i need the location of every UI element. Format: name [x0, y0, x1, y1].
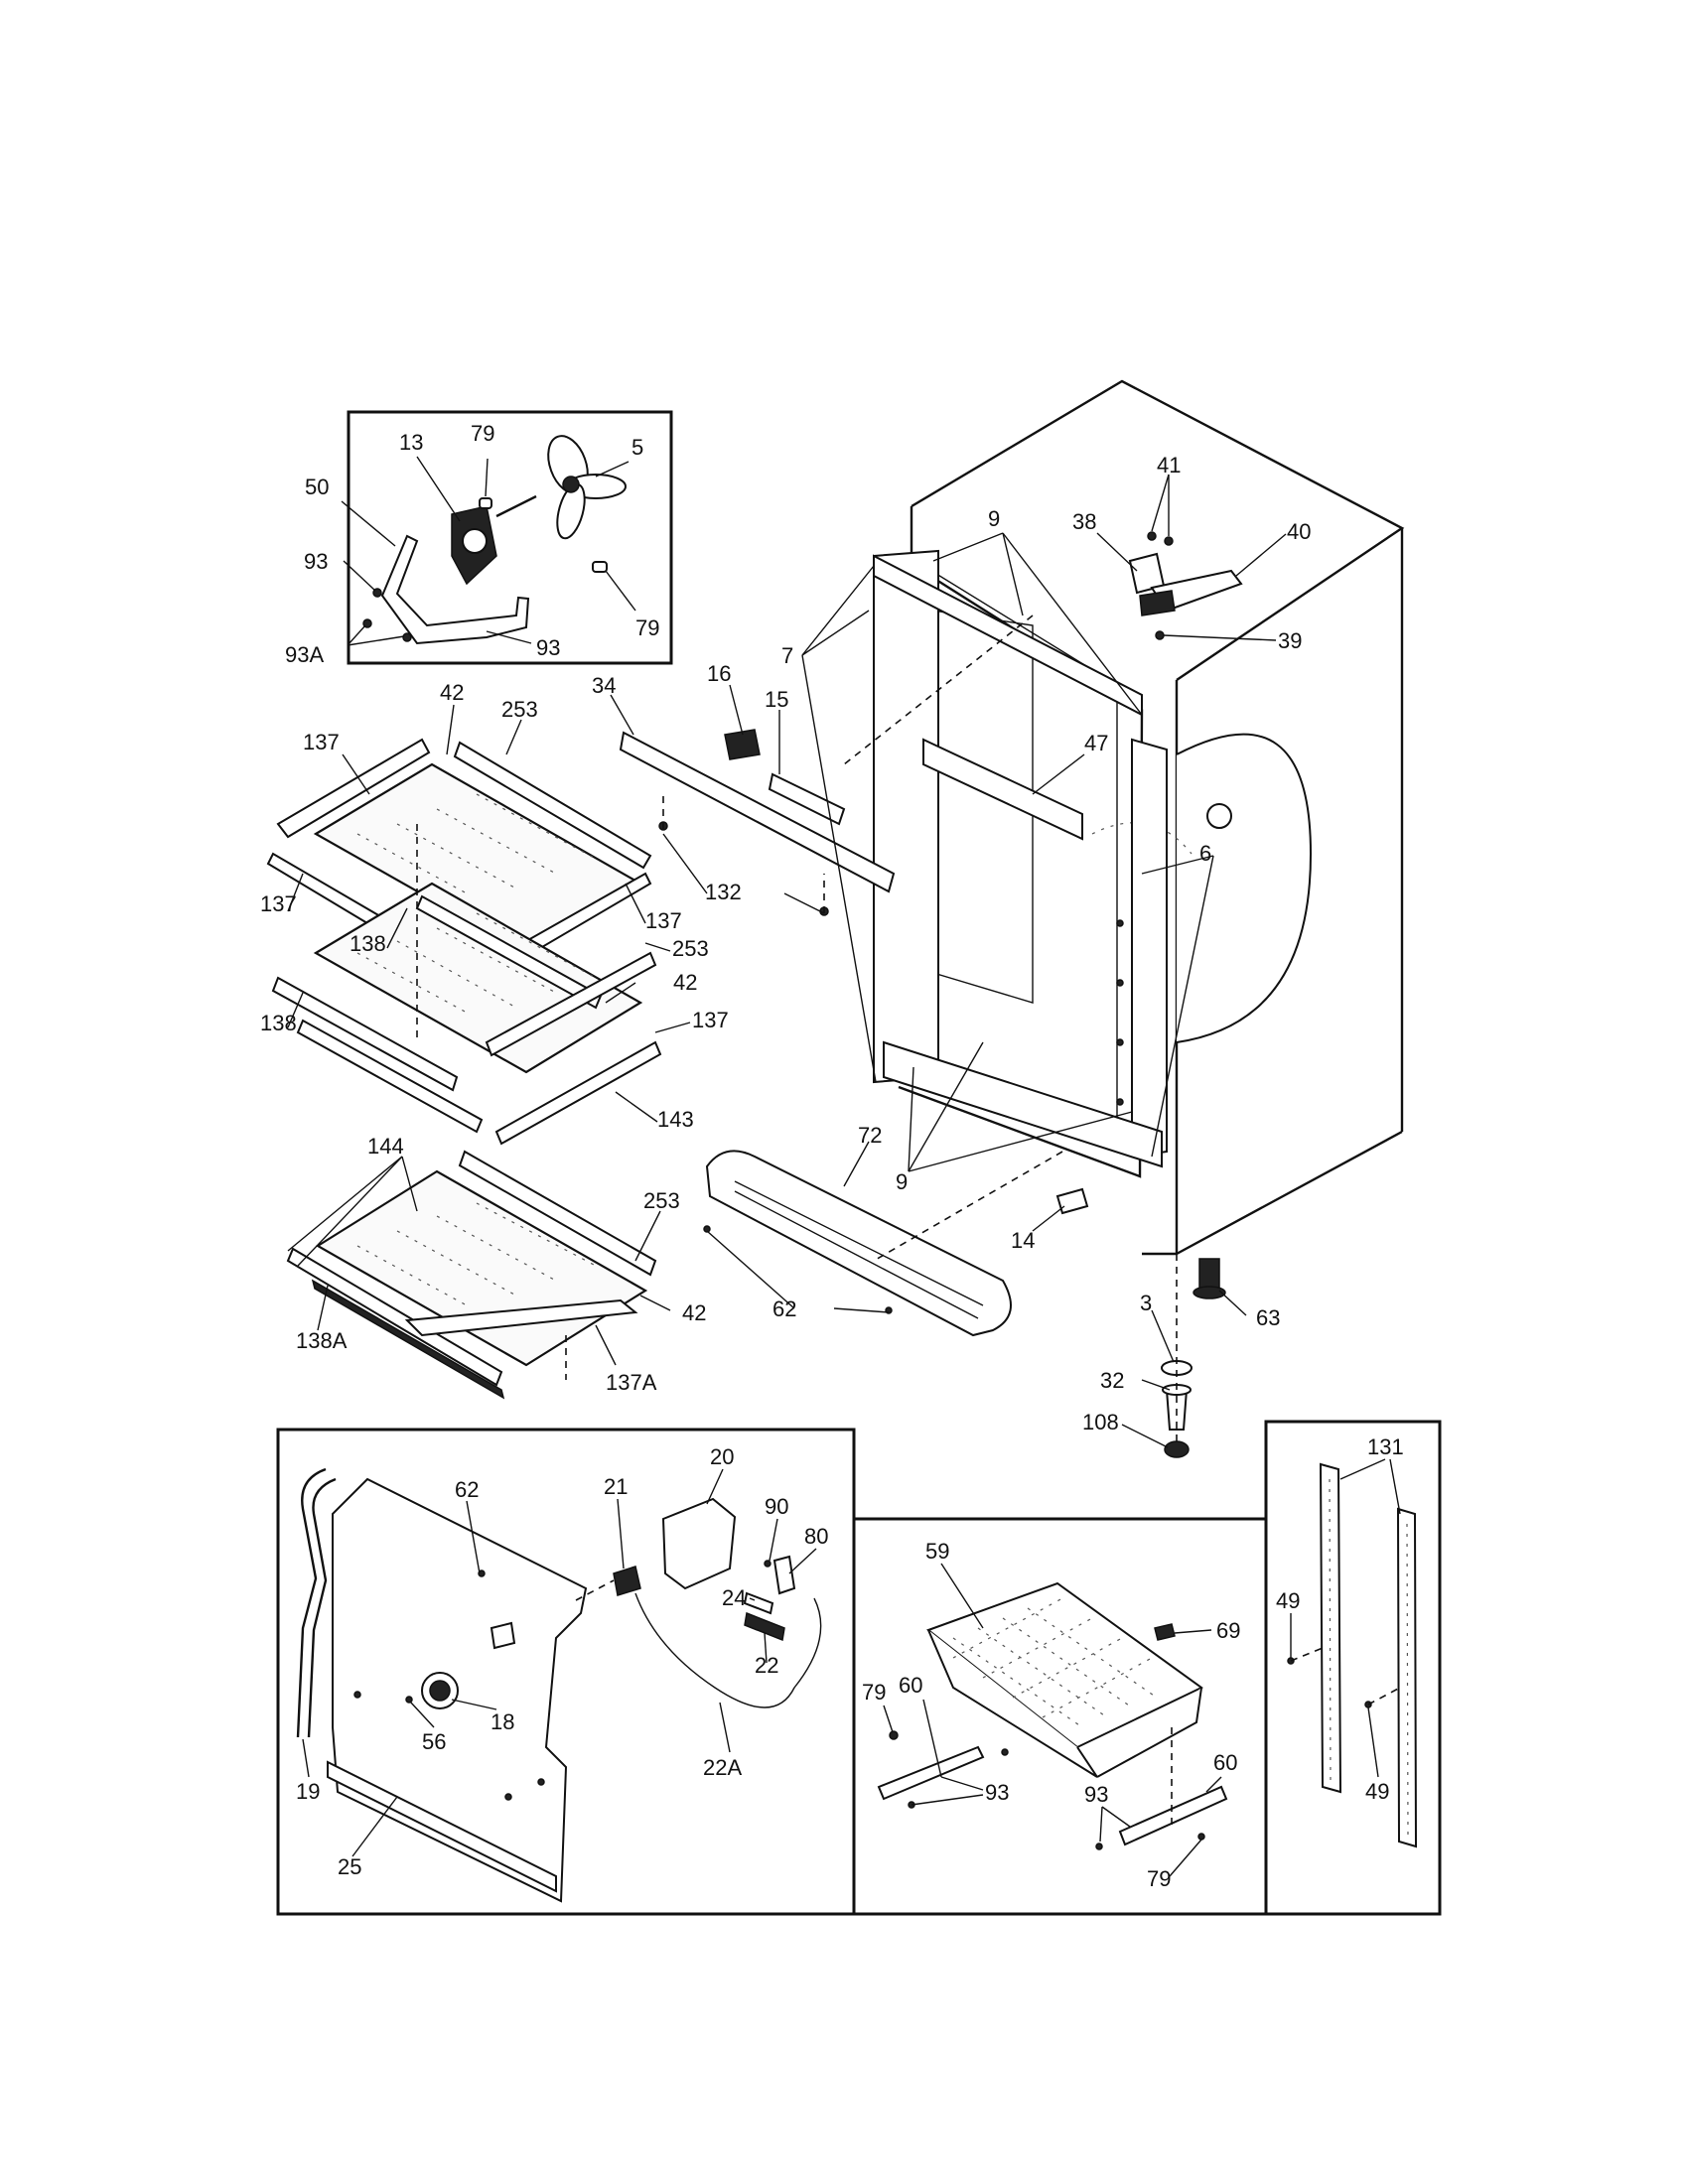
callout-5: 5: [632, 435, 643, 460]
callout-24: 24: [722, 1585, 746, 1610]
callout-21: 21: [604, 1474, 628, 1499]
callout-60: 60: [1213, 1750, 1237, 1775]
callout-137: 137: [260, 891, 297, 916]
callout-253: 253: [643, 1188, 680, 1213]
callout-131: 131: [1367, 1434, 1404, 1459]
callout-42: 42: [440, 680, 464, 705]
callout-40: 40: [1287, 519, 1311, 544]
callout-50: 50: [305, 475, 329, 499]
callout-42: 42: [673, 970, 697, 995]
callout-32: 32: [1100, 1368, 1124, 1393]
callout-47: 47: [1084, 731, 1108, 755]
callout-18: 18: [491, 1709, 514, 1734]
callout-253: 253: [672, 936, 709, 961]
shelf-assembly: 137 42 253 137 137 138 253 42 138 137 14…: [260, 680, 729, 1400]
callout-108: 108: [1082, 1410, 1119, 1434]
callout-60: 60: [899, 1673, 922, 1698]
callout-56: 56: [422, 1729, 446, 1754]
callout-9: 9: [896, 1169, 908, 1194]
callout-137: 137: [645, 908, 682, 933]
callout-6: 6: [1199, 841, 1211, 866]
callout-137: 137: [692, 1008, 729, 1032]
cabinet-assembly: 9 41 38 40 7 39 16 15 34 47 132 6 9 72 1…: [592, 379, 1405, 1458]
callout-93: 93: [536, 635, 560, 660]
basket-inset: 59 69 79 60 93 93 60 79: [854, 1517, 1268, 1916]
callout-42: 42: [682, 1300, 706, 1325]
callout-34: 34: [592, 673, 616, 698]
control-panel-inset: 62 21 20 90 80 24 22 18 56 22A 19 25: [276, 1428, 856, 1916]
callout-49: 49: [1276, 1588, 1300, 1613]
callout-16: 16: [707, 661, 731, 686]
callout-39: 39: [1278, 628, 1302, 653]
fan-blade-icon: [547, 435, 627, 540]
callout-93: 93: [304, 549, 328, 574]
callout-69: 69: [1216, 1618, 1240, 1643]
callout-15: 15: [765, 687, 788, 712]
callout-90: 90: [765, 1494, 788, 1519]
callout-144: 144: [367, 1134, 404, 1159]
callout-137A: 137A: [606, 1370, 657, 1395]
callout-14: 14: [1011, 1228, 1035, 1253]
callout-3: 3: [1140, 1291, 1152, 1315]
callout-79: 79: [471, 421, 494, 446]
callout-137: 137: [303, 730, 340, 754]
callout-138: 138: [350, 931, 386, 956]
callout-72: 72: [858, 1123, 882, 1148]
callout-9: 9: [988, 506, 1000, 531]
callout-63: 63: [1256, 1305, 1280, 1330]
callout-38: 38: [1072, 509, 1096, 534]
callout-49: 49: [1365, 1779, 1389, 1804]
callout-143: 143: [657, 1107, 694, 1132]
callout-22A: 22A: [703, 1755, 742, 1780]
callout-19: 19: [296, 1779, 320, 1804]
callout-59: 59: [925, 1539, 949, 1564]
callout-22: 22: [755, 1653, 778, 1678]
callout-13: 13: [399, 430, 423, 455]
fan-motor-inset: 13 79 5 50 93 93A 93 79: [285, 410, 673, 667]
callout-253: 253: [501, 697, 538, 722]
callout-41: 41: [1157, 453, 1181, 478]
callout-138: 138: [260, 1011, 297, 1035]
callout-79: 79: [1147, 1866, 1171, 1891]
callout-20: 20: [710, 1444, 734, 1469]
callout-25: 25: [338, 1854, 361, 1879]
callout-62: 62: [772, 1297, 796, 1321]
callout-79: 79: [862, 1680, 886, 1705]
callout-7: 7: [781, 643, 793, 668]
callout-62: 62: [455, 1477, 479, 1502]
callout-93A: 93A: [285, 642, 324, 667]
callout-79: 79: [635, 615, 659, 640]
callout-132: 132: [705, 880, 742, 904]
callout-93: 93: [985, 1780, 1009, 1805]
shelf-rail-inset: 131 49 49: [1264, 1420, 1442, 1916]
callout-80: 80: [804, 1524, 828, 1549]
callout-138A: 138A: [296, 1328, 348, 1353]
callout-93: 93: [1084, 1782, 1108, 1807]
